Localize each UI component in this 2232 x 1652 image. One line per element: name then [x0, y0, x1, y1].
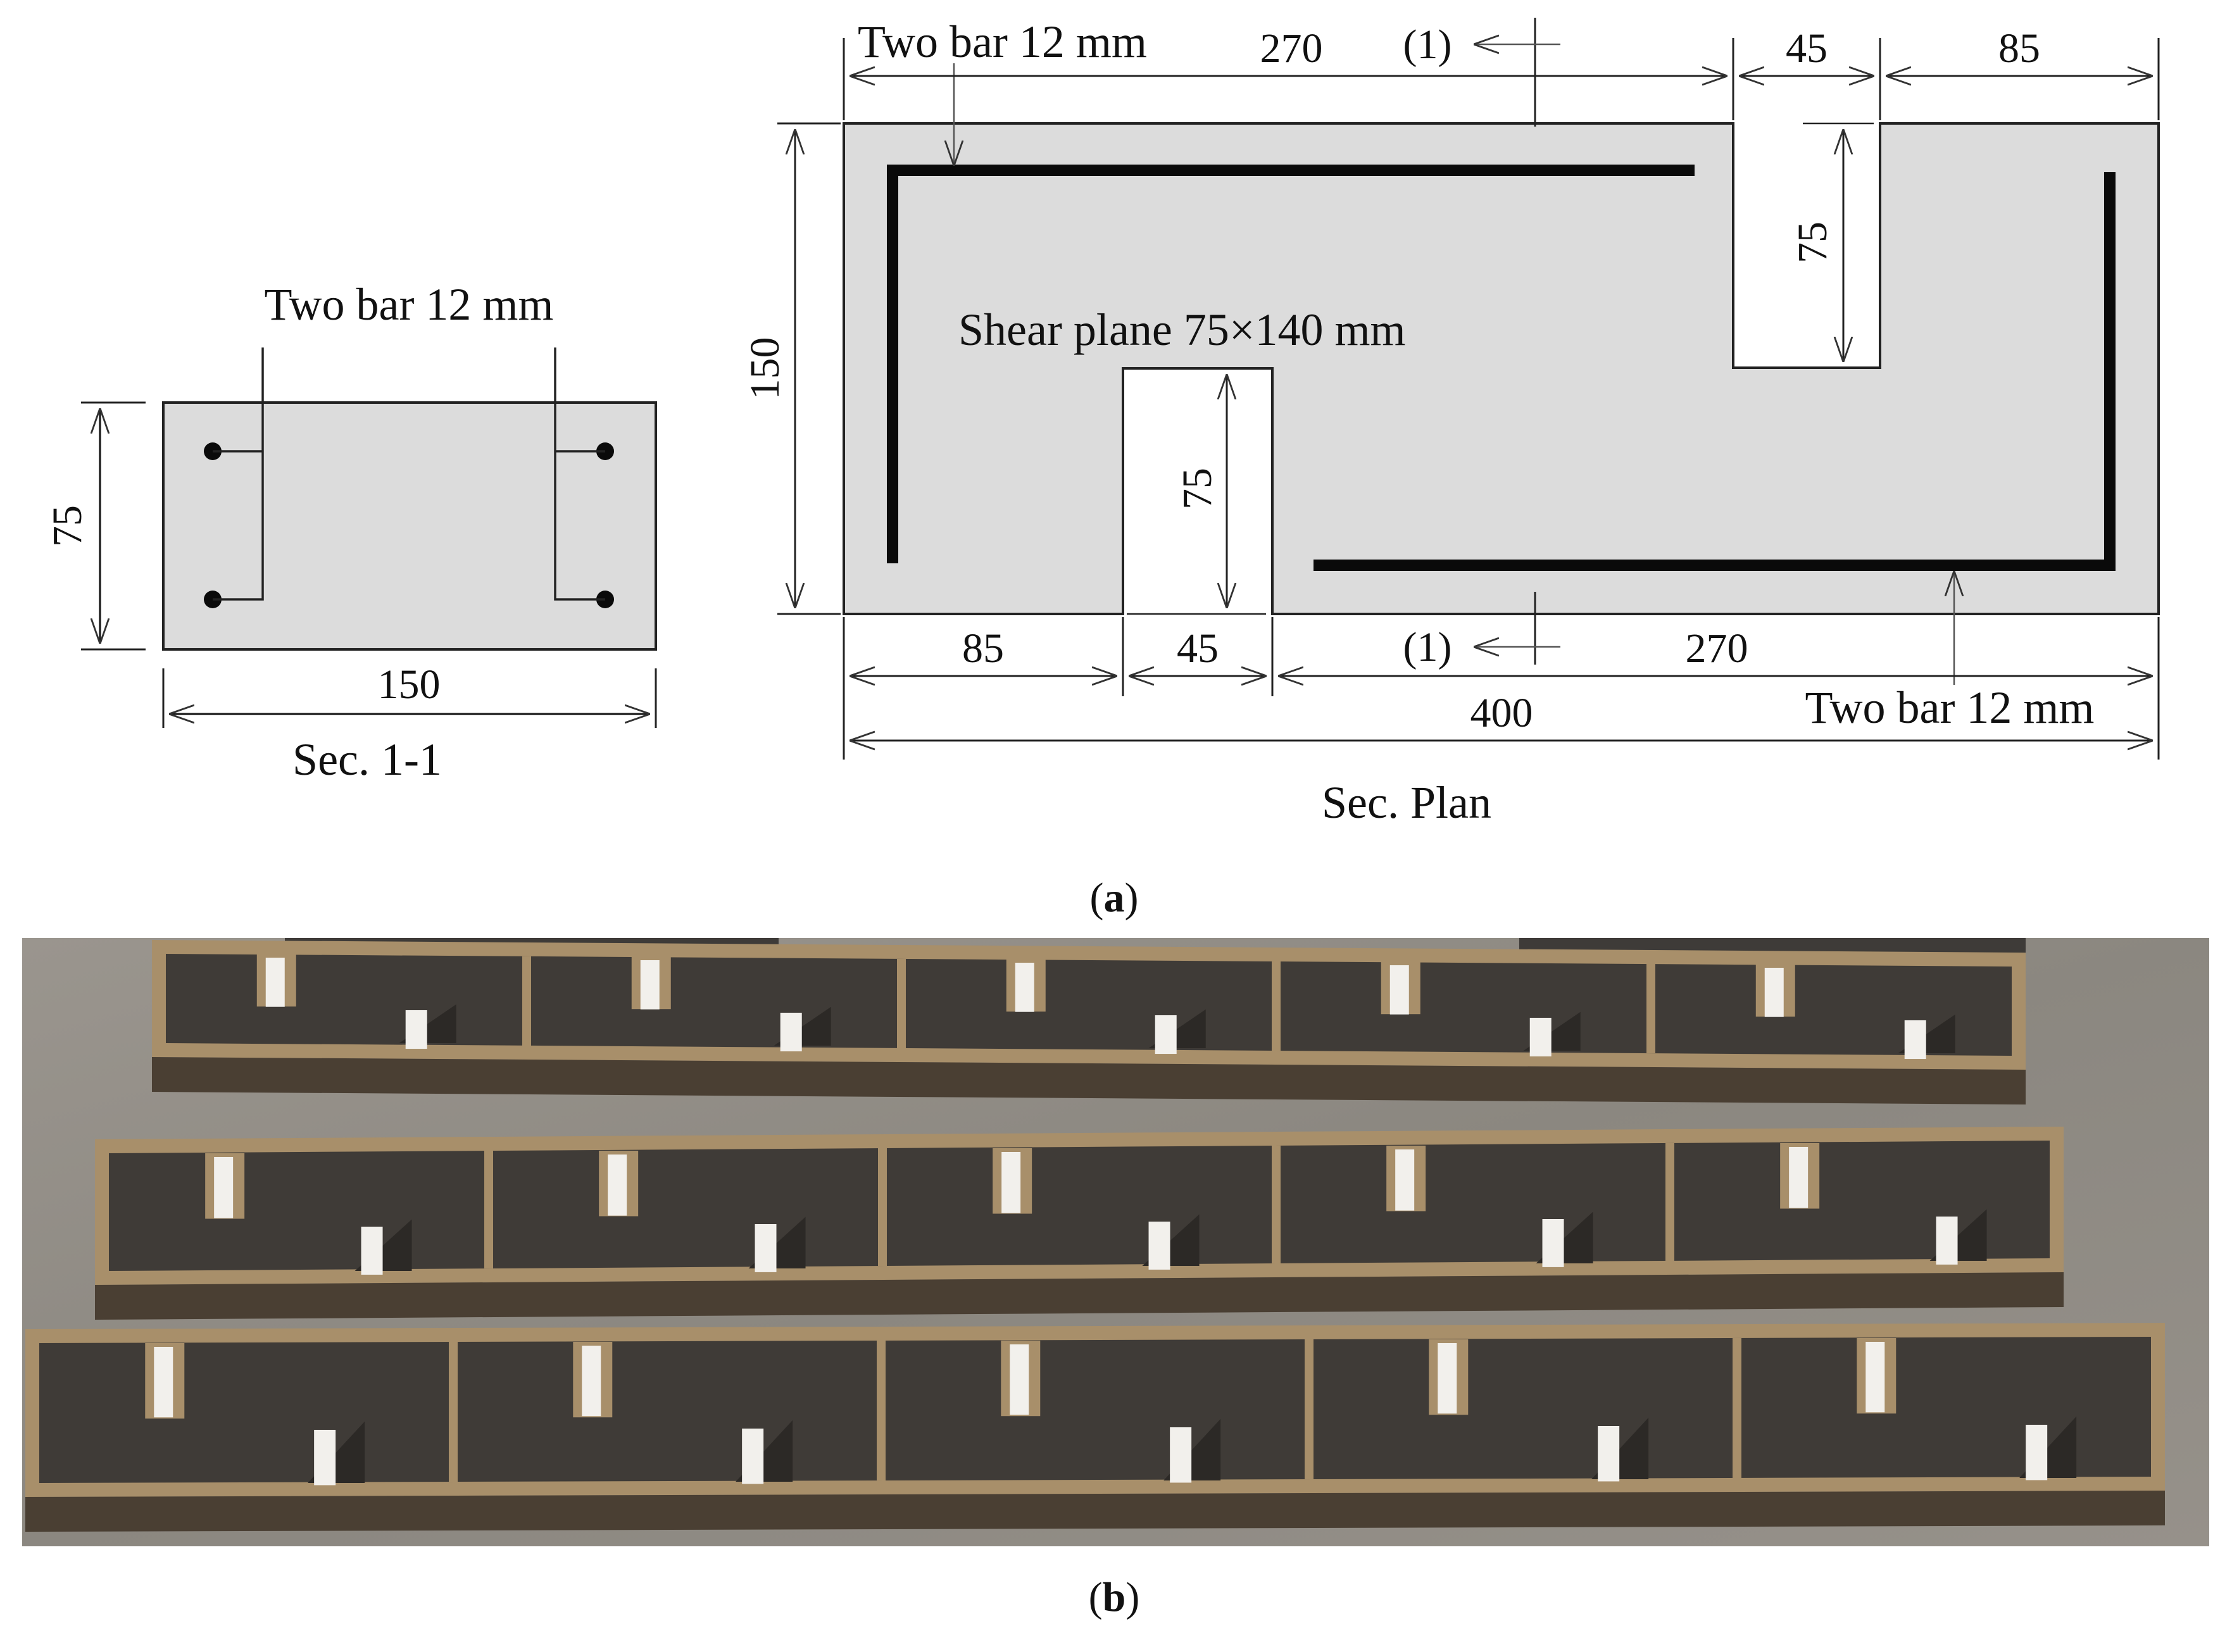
foam-strip	[154, 1347, 173, 1418]
mold-divider	[877, 1341, 886, 1480]
plan-rebar-label-top: Two bar 12 mm	[858, 16, 1147, 67]
plan-rebar-label-bottom: Two bar 12 mm	[1805, 682, 2095, 733]
panel-a-label: (a)	[1090, 875, 1139, 921]
mold-divider	[1272, 961, 1281, 1051]
section-1-1-concrete	[162, 401, 657, 651]
plan-dim-top-left: 270	[1260, 25, 1323, 72]
foam-strip	[1170, 1427, 1192, 1483]
foam-strip	[1010, 1344, 1029, 1415]
mold-divider	[449, 1342, 458, 1482]
plan-section-mark-top: (1)	[1403, 22, 1452, 68]
plan-dim-top-right: 85	[1998, 25, 2040, 72]
foam-strip	[1529, 1018, 1552, 1057]
foam-strip	[742, 1429, 764, 1484]
plan-rebar-top	[887, 165, 1695, 563]
plan-dim-right-notch: 75	[1790, 222, 1836, 263]
section-plan-drawing: Shear plane 75×140 mm Two bar 12 mm Two …	[742, 16, 2160, 828]
foam-strip	[214, 1157, 234, 1218]
foam-strip	[1865, 1342, 1885, 1413]
foam-strip	[1438, 1343, 1457, 1414]
plan-dim-bottom-right: 270	[1686, 625, 1748, 672]
foam-strip	[640, 960, 660, 1010]
mold-divider	[897, 959, 906, 1048]
mold-divider	[1305, 1339, 1313, 1479]
mold-divider	[522, 956, 531, 1046]
plan-dim-left-notch: 75	[1174, 468, 1220, 510]
foam-strip	[1015, 963, 1034, 1012]
foam-strip	[1764, 968, 1784, 1017]
section-1-1-dim-width: 150	[378, 661, 441, 708]
section-1-1-dim-height: 75	[44, 505, 91, 547]
foam-strip	[1789, 1147, 1809, 1208]
foam-strip	[1904, 1020, 1926, 1060]
foam-strip	[1001, 1152, 1021, 1213]
mold-divider	[484, 1151, 493, 1268]
foam-strip	[314, 1430, 336, 1486]
mold-divider	[1733, 1338, 1741, 1478]
foam-strip	[361, 1227, 383, 1275]
foam-strip	[608, 1155, 627, 1216]
panel-b-label: (b)	[1089, 1574, 1140, 1620]
plan-rebar-bottom	[1313, 172, 2116, 571]
plan-dim-bottom-mid: 45	[1177, 625, 1219, 672]
foam-strip	[405, 1010, 427, 1049]
plan-dim-top-mid: 45	[1786, 25, 1828, 72]
formwork-molds	[25, 940, 2165, 1532]
section-1-1-caption: Sec. 1-1	[292, 734, 442, 785]
mold-divider	[878, 1148, 887, 1266]
section-1-1-rebar-label: Two bar 12 mm	[265, 279, 554, 330]
foam-strip	[582, 1346, 601, 1417]
mold-divider	[1646, 964, 1655, 1053]
foam-strip	[1542, 1219, 1564, 1267]
foam-strip	[1936, 1217, 1958, 1265]
foam-strip	[780, 1013, 802, 1052]
mold-divider	[1665, 1143, 1674, 1261]
plan-dim-left-height: 150	[742, 337, 788, 400]
plan-caption: Sec. Plan	[1322, 777, 1491, 828]
mold-front-face	[25, 1491, 2165, 1532]
plan-dim-overall: 400	[1470, 690, 1533, 736]
foam-strip	[1155, 1015, 1177, 1054]
mold-front-face	[95, 1272, 2064, 1320]
rebar-leader-left	[213, 347, 264, 601]
plan-section-mark-bottom: (1)	[1403, 624, 1452, 670]
foam-strip	[2026, 1425, 2048, 1480]
plan-dim-bottom-left: 85	[962, 625, 1004, 672]
mold-front-face	[152, 1057, 2026, 1104]
rebar-leader-right	[554, 347, 605, 601]
section-1-1-drawing: Two bar 12 mm 75 150 Sec. 1-1	[44, 279, 657, 785]
foam-strip	[1598, 1426, 1620, 1482]
foam-strip	[1395, 1149, 1415, 1211]
foam-strip	[1389, 965, 1409, 1015]
foam-strip	[1148, 1222, 1170, 1270]
mold-divider	[1272, 1146, 1281, 1263]
plan-concrete	[843, 122, 2160, 615]
foam-strip	[755, 1224, 777, 1272]
foam-strip	[265, 958, 285, 1007]
plan-shear-plane-label: Shear plane 75×140 mm	[958, 304, 1405, 355]
formwork-photo	[22, 938, 2209, 1546]
